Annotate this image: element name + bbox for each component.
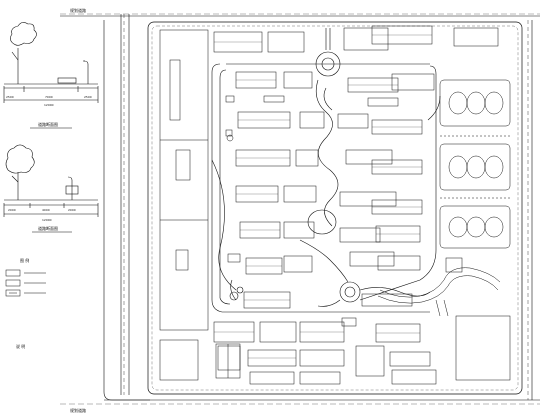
building-block [377, 255, 421, 271]
building-block [249, 371, 295, 385]
building-block [391, 73, 435, 91]
legend-title: 图 例 [20, 257, 29, 263]
building-block [283, 185, 317, 203]
building-block [391, 369, 437, 385]
internal-roads [211, 63, 441, 313]
road-label-bottom: 规划道路 [70, 407, 86, 413]
building-block [267, 31, 305, 53]
bottom-note: 说 明 [16, 343, 25, 349]
streetlight-icon [83, 60, 89, 84]
building-block [299, 349, 345, 367]
section-a-dim-1: 2500 [6, 95, 14, 99]
site-boundary [147, 21, 523, 395]
building-block [355, 345, 385, 377]
legend-swatch [5, 269, 21, 277]
building-block [283, 255, 313, 273]
residential-blocks [213, 25, 511, 385]
roads [60, 13, 540, 405]
road-section-b [3, 144, 99, 233]
building-block [299, 371, 341, 385]
winding-path [377, 267, 501, 317]
section-b-dim-3: 2000 [68, 208, 76, 212]
section-b-dim-1: 2000 [8, 208, 16, 212]
road-label-top: 规划道路 [70, 7, 86, 13]
podium-building [159, 29, 209, 331]
building-block [283, 221, 315, 239]
entrance-block [159, 339, 241, 381]
section-b-caption: 道路断面图 [38, 225, 58, 231]
section-a-total: 12000 [44, 103, 54, 107]
road-section-a [3, 22, 99, 129]
building-block [339, 227, 381, 243]
section-b-total: 12000 [42, 218, 52, 222]
villa-cluster [439, 79, 511, 273]
building-block [299, 111, 325, 129]
amenity-markers [225, 95, 399, 327]
legend-swatch [5, 279, 21, 287]
section-a-dim-3: 2500 [84, 95, 92, 99]
building-block [259, 321, 297, 343]
building-block [295, 149, 319, 167]
central-landscape [229, 28, 431, 307]
legend [5, 269, 46, 297]
building-block [343, 27, 389, 51]
building-block [361, 293, 413, 307]
building-block [339, 191, 397, 207]
building-block [455, 315, 511, 381]
building-block [349, 251, 395, 267]
building-details [214, 34, 432, 359]
section-b-dim-2: 4000 [42, 208, 50, 212]
building-block [283, 71, 313, 89]
legend-swatch [5, 289, 21, 297]
building-block [453, 27, 499, 47]
building-block [345, 149, 393, 165]
tree-icon [5, 144, 35, 200]
building-block [217, 345, 241, 371]
section-a-dim-2: 7000 [45, 95, 53, 99]
building-block [337, 113, 369, 129]
tree-icon [10, 22, 37, 84]
section-a-caption: 道路断面图 [38, 121, 58, 127]
building-block [389, 351, 431, 367]
streetlight-icon [65, 176, 79, 200]
